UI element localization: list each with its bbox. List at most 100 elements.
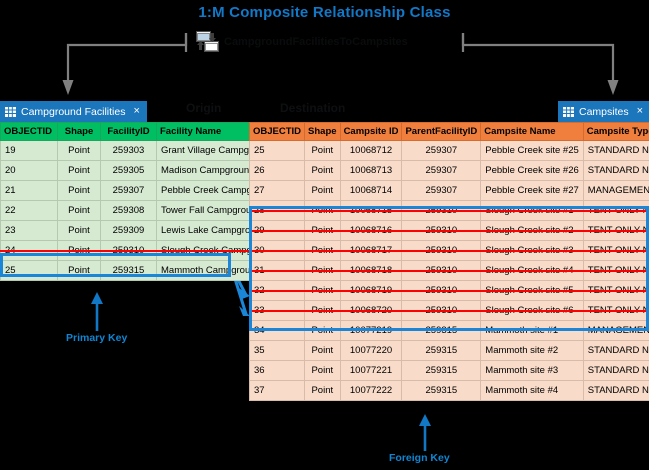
cell-shape[interactable]: Point <box>304 280 341 301</box>
cell-name[interactable]: Pebble Creek site #26 <box>480 160 584 181</box>
cell-campsiteid[interactable]: 10077220 <box>339 340 403 361</box>
cell-campsiteid[interactable]: 10068713 <box>339 160 403 181</box>
column-header-parentfacilityid[interactable]: ParentFacilityID <box>401 122 482 141</box>
cell-shape[interactable]: Point <box>304 340 341 361</box>
cell-parentfacilityid[interactable]: 259310 <box>401 220 482 241</box>
cell-objectid[interactable]: 22 <box>0 200 58 221</box>
column-header-facilityid[interactable]: FacilityID <box>100 122 157 141</box>
cell-objectid[interactable]: 35 <box>248 340 306 361</box>
close-icon[interactable]: × <box>133 105 140 117</box>
column-header-shape[interactable]: Shape <box>57 122 101 141</box>
cell-type[interactable]: STANDARD NONELECTRIC <box>582 380 649 401</box>
cell-facilityid[interactable]: 259310 <box>100 240 157 261</box>
cell-campsiteid[interactable]: 10068714 <box>339 180 403 201</box>
cell-name[interactable]: Slough Creek site #6 <box>480 300 584 321</box>
cell-shape[interactable]: Point <box>57 260 101 281</box>
cell-parentfacilityid[interactable]: 259310 <box>401 300 482 321</box>
cell-objectid[interactable]: 37 <box>248 380 306 401</box>
cell-objectid[interactable]: 24 <box>0 240 58 261</box>
cell-name[interactable]: Slough Creek site #1 <box>480 200 584 221</box>
cell-shape[interactable]: Point <box>304 260 341 281</box>
cell-shape[interactable]: Point <box>304 320 341 341</box>
relationship-class-node[interactable]: CampgroundFacilitiesToCampsites <box>196 31 408 53</box>
cell-type[interactable]: TENT ONLY NONELECTRIC <box>582 300 649 321</box>
cell-objectid[interactable]: 25 <box>248 140 306 161</box>
cell-objectid[interactable]: 34 <box>248 320 306 341</box>
cell-type[interactable]: STANDARD NONELECTRIC <box>582 360 649 381</box>
cell-shape[interactable]: Point <box>304 160 341 181</box>
cell-type[interactable]: STANDARD NONELECTRIC <box>582 160 649 181</box>
cell-objectid[interactable]: 30 <box>248 240 306 261</box>
cell-shape[interactable]: Point <box>304 300 341 321</box>
cell-objectid[interactable]: 33 <box>248 300 306 321</box>
cell-objectid[interactable]: 20 <box>0 160 58 181</box>
cell-facilityid[interactable]: 259308 <box>100 200 157 221</box>
cell-parentfacilityid[interactable]: 259315 <box>401 360 482 381</box>
cell-campsiteid[interactable]: 10077222 <box>339 380 403 401</box>
cell-shape[interactable]: Point <box>57 160 101 181</box>
cell-type[interactable]: TENT ONLY NONELECTRIC <box>582 220 649 241</box>
cell-parentfacilityid[interactable]: 259310 <box>401 260 482 281</box>
cell-name[interactable]: Mammoth site #2 <box>480 340 584 361</box>
cell-objectid[interactable]: 23 <box>0 220 58 241</box>
cell-name[interactable]: Pebble Creek site #25 <box>480 140 584 161</box>
tab-campground-facilities[interactable]: Campground Facilities × <box>0 101 147 122</box>
cell-type[interactable]: STANDARD NONELECTRIC <box>582 140 649 161</box>
column-header-campsite-name[interactable]: Campsite Name <box>480 122 584 141</box>
cell-campsiteid[interactable]: 10068712 <box>339 140 403 161</box>
column-header-campsite-id[interactable]: Campsite ID <box>339 122 403 141</box>
cell-objectid[interactable]: 25 <box>0 260 58 281</box>
cell-parentfacilityid[interactable]: 259307 <box>401 180 482 201</box>
cell-campsiteid[interactable]: 10077219 <box>339 320 403 341</box>
cell-objectid[interactable]: 31 <box>248 260 306 281</box>
cell-type[interactable]: TENT ONLY NONELECTRIC <box>582 260 649 281</box>
cell-facilityid[interactable]: 259309 <box>100 220 157 241</box>
cell-type[interactable]: MANAGEMENT <box>582 320 649 341</box>
cell-objectid[interactable]: 32 <box>248 280 306 301</box>
cell-campsiteid[interactable]: 10077221 <box>339 360 403 381</box>
cell-shape[interactable]: Point <box>57 140 101 161</box>
cell-parentfacilityid[interactable]: 259307 <box>401 140 482 161</box>
cell-objectid[interactable]: 26 <box>248 160 306 181</box>
cell-parentfacilityid[interactable]: 259310 <box>401 280 482 301</box>
cell-shape[interactable]: Point <box>304 200 341 221</box>
cell-parentfacilityid[interactable]: 259315 <box>401 380 482 401</box>
cell-name[interactable]: Pebble Creek site #27 <box>480 180 584 201</box>
cell-objectid[interactable]: 36 <box>248 360 306 381</box>
cell-facilityid[interactable]: 259305 <box>100 160 157 181</box>
cell-shape[interactable]: Point <box>57 200 101 221</box>
cell-shape[interactable]: Point <box>57 220 101 241</box>
cell-parentfacilityid[interactable]: 259310 <box>401 240 482 261</box>
cell-campsiteid[interactable]: 10068720 <box>339 300 403 321</box>
cell-objectid[interactable]: 19 <box>0 140 58 161</box>
cell-parentfacilityid[interactable]: 259307 <box>401 160 482 181</box>
cell-type[interactable]: TENT ONLY NONELECTRIC <box>582 240 649 261</box>
column-header-campsite-type[interactable]: Campsite Type <box>582 122 649 141</box>
close-icon[interactable]: × <box>636 105 644 117</box>
cell-type[interactable]: TENT ONLY NONELECTRIC <box>582 280 649 301</box>
column-header-objectid[interactable]: OBJECTID <box>248 122 306 141</box>
cell-parentfacilityid[interactable]: 259315 <box>401 320 482 341</box>
cell-shape[interactable]: Point <box>304 180 341 201</box>
cell-parentfacilityid[interactable]: 259315 <box>401 340 482 361</box>
cell-campsiteid[interactable]: 10068715 <box>339 200 403 221</box>
cell-type[interactable]: STANDARD NONELECTRIC <box>582 340 649 361</box>
cell-type[interactable]: TENT ONLY NONELECTRIC <box>582 200 649 221</box>
cell-objectid[interactable]: 29 <box>248 220 306 241</box>
cell-shape[interactable]: Point <box>57 180 101 201</box>
cell-campsiteid[interactable]: 10068718 <box>339 260 403 281</box>
cell-name[interactable]: Slough Creek site #5 <box>480 280 584 301</box>
